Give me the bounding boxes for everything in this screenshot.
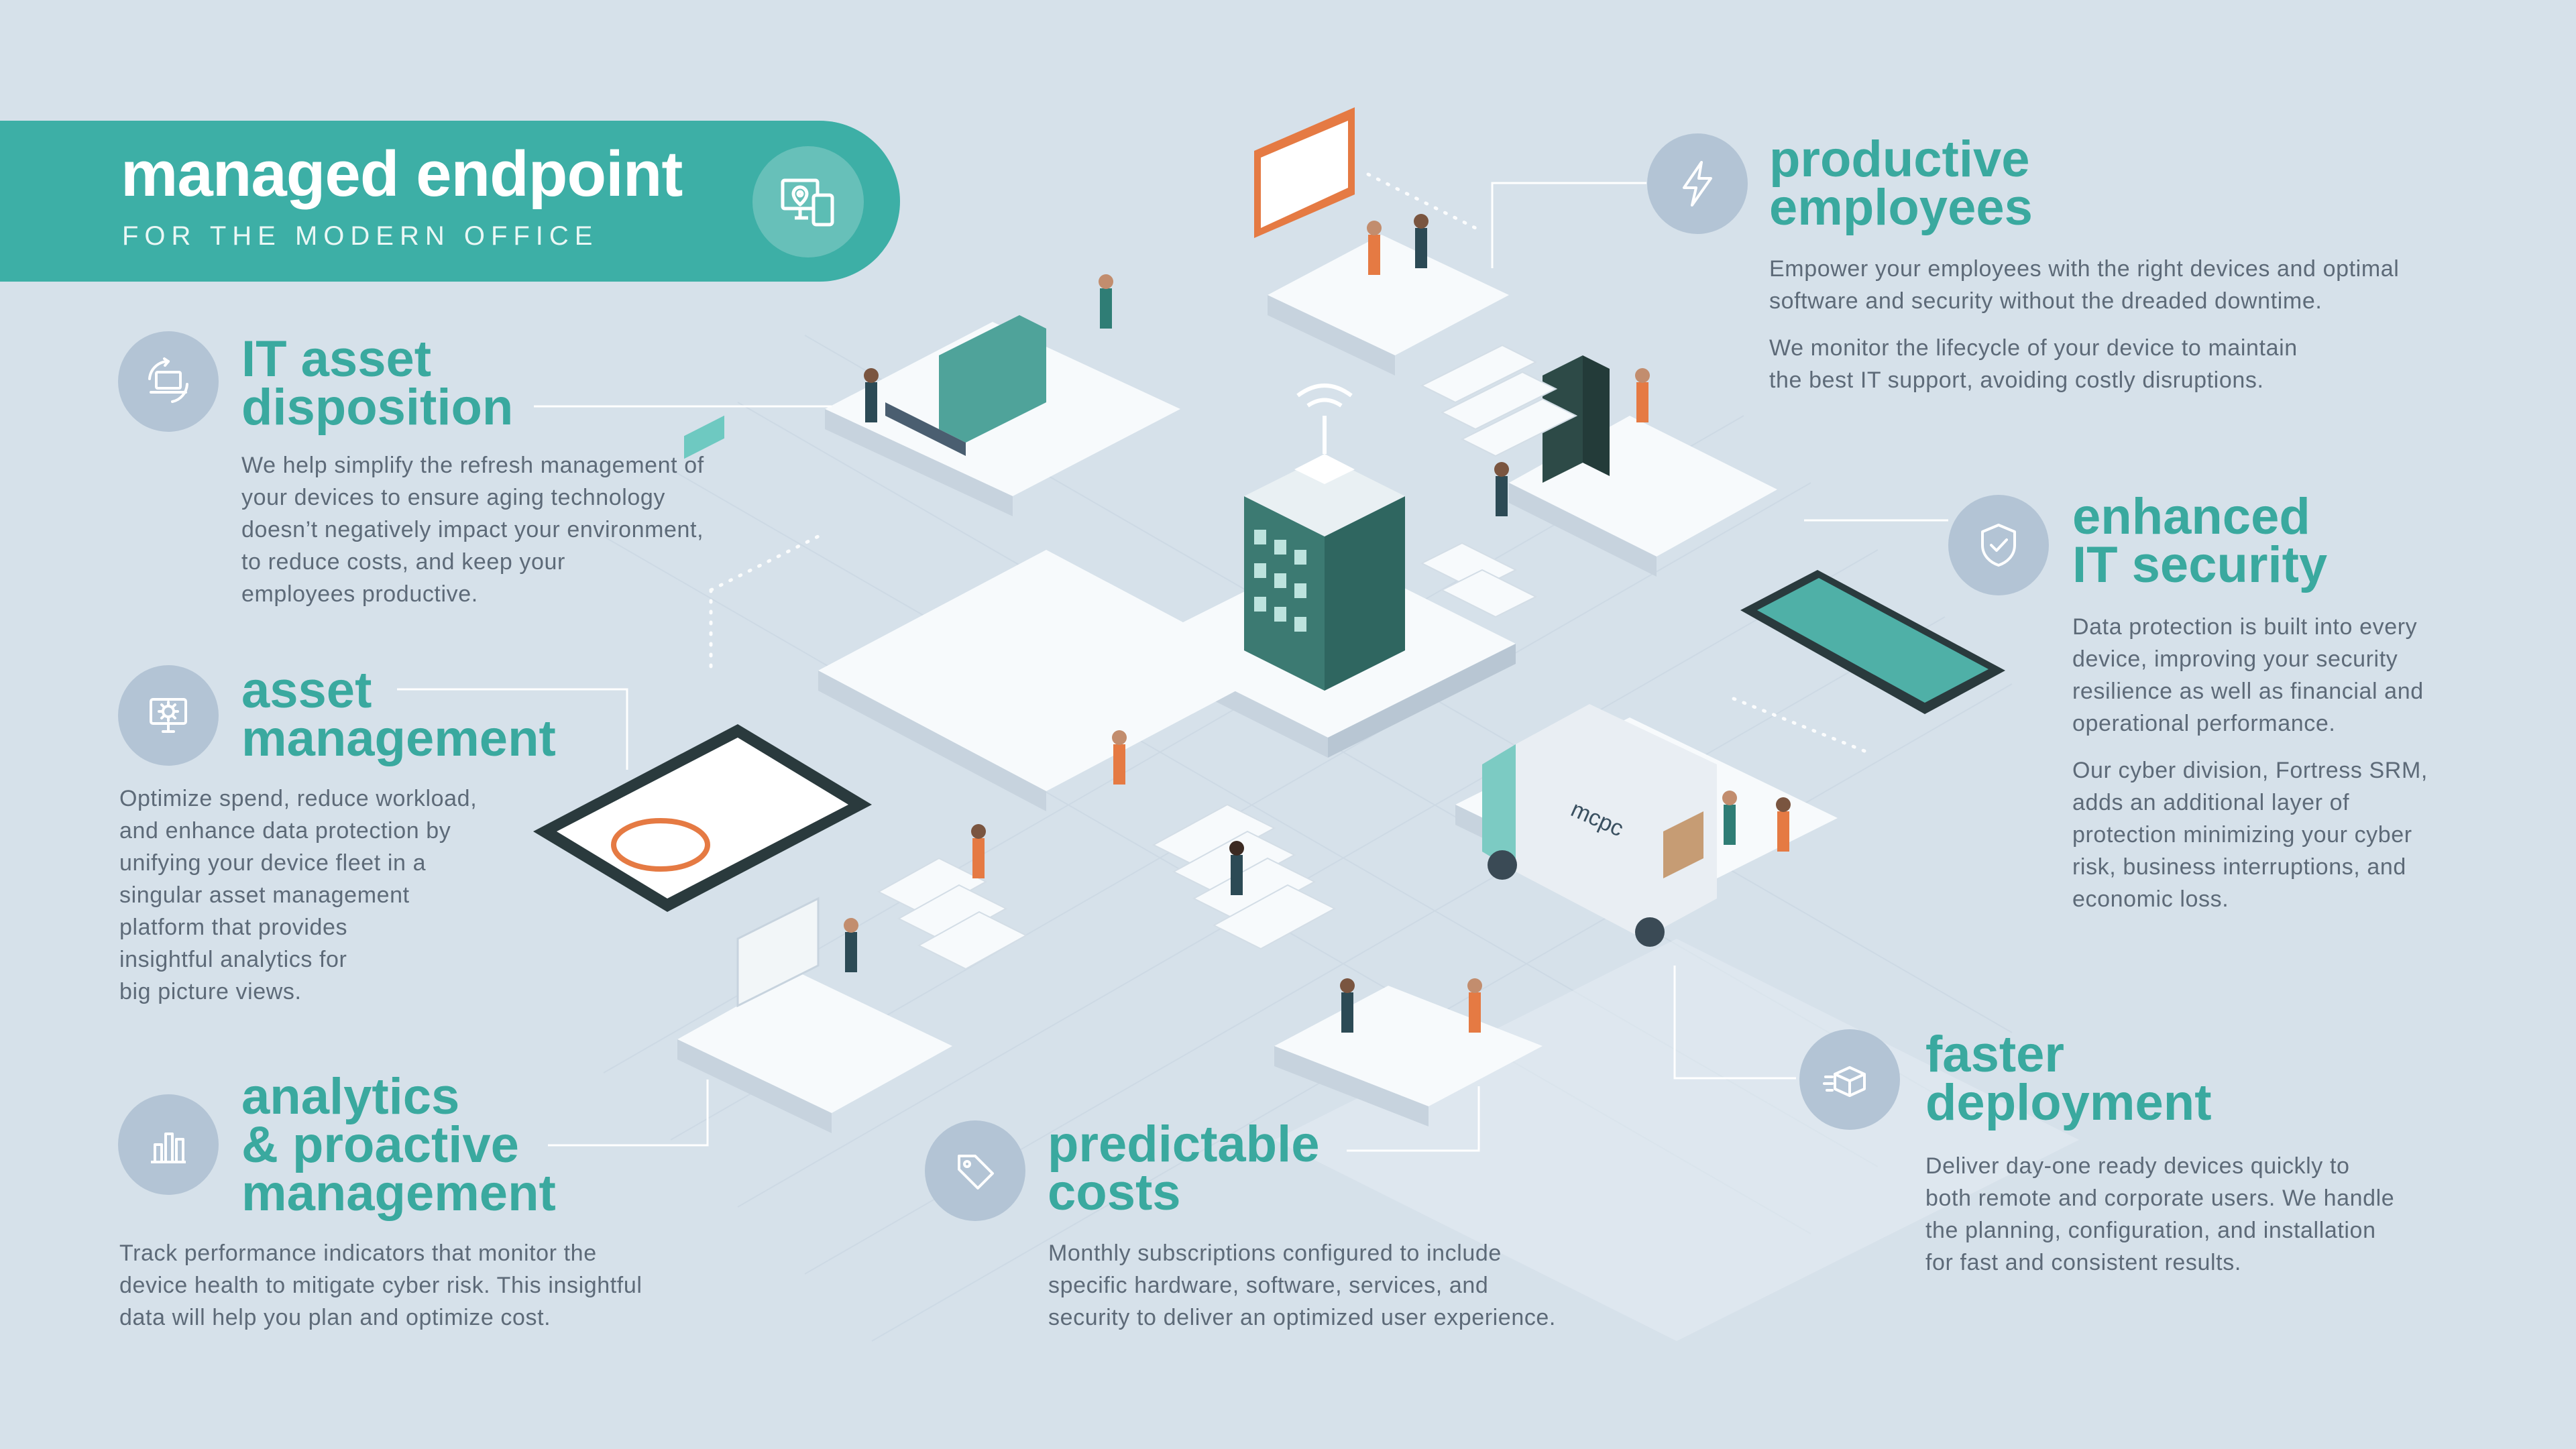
gear-monitor-icon	[118, 665, 219, 766]
enhanced-it-security-description: Data protection is built into every devi…	[2072, 614, 2428, 912]
page-title: managed endpoint	[121, 138, 683, 210]
shield-check-icon	[1948, 495, 2049, 595]
wall-screen	[1254, 107, 1355, 238]
faster-deployment-description: Deliver day-one ready devices quickly to…	[1925, 1153, 2395, 1275]
header-banner	[0, 121, 900, 282]
analytics-title: analytics & proactive management	[241, 1068, 556, 1222]
it-asset-disposition-title: IT asset disposition	[241, 331, 514, 436]
analytics-description: Track performance indicators that monito…	[119, 1240, 642, 1330]
productive-employees-title: productive employees	[1769, 131, 2033, 236]
predictable-costs-description: Monthly subscriptions configured to incl…	[1048, 1240, 1556, 1330]
devices-icon	[752, 146, 864, 257]
faster-deployment-title: faster deployment	[1925, 1026, 2212, 1131]
page-subtitle: FOR THE MODERN OFFICE	[122, 221, 599, 251]
laptop-refresh-icon	[118, 331, 219, 432]
it-asset-disposition-description: We help simplify the refresh management …	[241, 453, 704, 607]
productive-employees-description: Empower your employees with the right de…	[1769, 256, 2400, 393]
people	[844, 214, 1791, 1033]
presentation-board	[736, 896, 820, 1008]
asset-management-description: Optimize spend, reduce workload, and enh…	[119, 786, 478, 1004]
delivery-truck: mcpc	[1482, 704, 1717, 947]
lightning-bolt-icon	[1647, 133, 1748, 234]
office-building	[1244, 384, 1405, 691]
asset-management-title: asset management	[241, 662, 556, 767]
fast-box-icon	[1799, 1029, 1900, 1130]
bar-chart-icon	[118, 1094, 219, 1195]
smartphone-device	[1740, 570, 2005, 714]
predictable-costs-title: predictable costs	[1048, 1116, 1320, 1221]
enhanced-it-security-title: enhanced IT security	[2072, 488, 2328, 593]
recycling-machine	[885, 315, 1046, 456]
tablet-device	[533, 415, 872, 912]
price-tag-icon	[925, 1120, 1025, 1221]
